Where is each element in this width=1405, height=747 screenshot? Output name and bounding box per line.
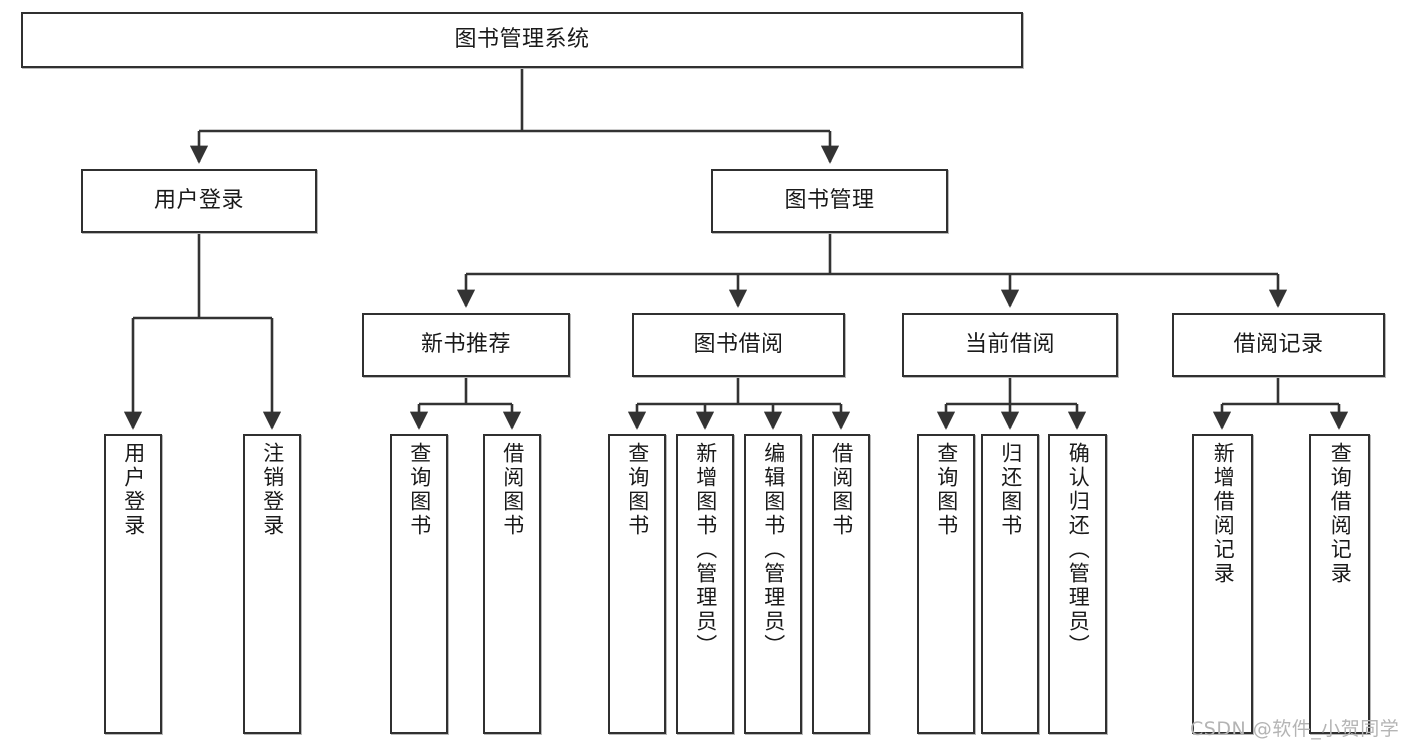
leaf-query-borrow-record-label: 查询借阅记录 xyxy=(1328,442,1353,586)
leaf-add-borrow-record-label: 新增借阅记录 xyxy=(1211,442,1236,586)
leaf-logout[interactable]: 注销登录 xyxy=(243,434,301,734)
node-current-borrow[interactable]: 当前借阅 xyxy=(902,313,1118,377)
leaf-query-books-current[interactable]: 查询图书 xyxy=(917,434,975,734)
node-borrow-records[interactable]: 借阅记录 xyxy=(1172,313,1385,377)
node-user-login-label: 用户登录 xyxy=(153,188,244,214)
leaf-confirm-return-admin[interactable]: 确认归还（管理员） xyxy=(1048,434,1107,734)
leaf-borrow-book[interactable]: 借阅图书 xyxy=(812,434,870,734)
leaf-add-book-admin[interactable]: 新增图书（管理员） xyxy=(676,434,734,734)
leaf-return-book[interactable]: 归还图书 xyxy=(981,434,1039,734)
leaf-query-books-recommend-label: 查询图书 xyxy=(407,442,432,538)
leaf-query-borrow-record[interactable]: 查询借阅记录 xyxy=(1309,434,1370,734)
node-user-login[interactable]: 用户登录 xyxy=(81,169,317,233)
leaf-borrow-books-recommend[interactable]: 借阅图书 xyxy=(483,434,541,734)
leaf-borrow-book-label: 借阅图书 xyxy=(829,442,854,538)
leaf-query-books-borrow[interactable]: 查询图书 xyxy=(608,434,666,734)
leaf-logout-label: 注销登录 xyxy=(260,442,285,538)
node-book-borrow-label: 图书借阅 xyxy=(693,332,784,358)
node-book-borrow[interactable]: 图书借阅 xyxy=(632,313,845,377)
node-new-book-recommend[interactable]: 新书推荐 xyxy=(362,313,570,377)
node-book-management[interactable]: 图书管理 xyxy=(711,169,948,233)
leaf-query-books-current-label: 查询图书 xyxy=(934,442,959,538)
leaf-edit-book-admin-label: 编辑图书（管理员） xyxy=(761,442,786,658)
leaf-add-book-admin-label: 新增图书（管理员） xyxy=(693,442,718,658)
leaf-confirm-return-admin-label: 确认归还（管理员） xyxy=(1066,442,1091,658)
node-root[interactable]: 图书管理系统 xyxy=(21,12,1023,68)
node-borrow-records-label: 借阅记录 xyxy=(1233,332,1324,358)
watermark-label: CSDN @软件_小贺同学 xyxy=(1190,718,1400,740)
leaf-user-login-label: 用户登录 xyxy=(121,442,146,538)
leaf-return-book-label: 归还图书 xyxy=(998,442,1023,538)
leaf-edit-book-admin[interactable]: 编辑图书（管理员） xyxy=(744,434,802,734)
node-root-label: 图书管理系统 xyxy=(454,27,590,53)
node-book-management-label: 图书管理 xyxy=(784,188,875,214)
leaf-add-borrow-record[interactable]: 新增借阅记录 xyxy=(1192,434,1253,734)
node-new-book-recommend-label: 新书推荐 xyxy=(420,332,511,358)
leaf-query-books-recommend[interactable]: 查询图书 xyxy=(390,434,448,734)
leaf-user-login[interactable]: 用户登录 xyxy=(104,434,162,734)
node-current-borrow-label: 当前借阅 xyxy=(964,332,1055,358)
leaf-query-books-borrow-label: 查询图书 xyxy=(625,442,650,538)
leaf-borrow-books-recommend-label: 借阅图书 xyxy=(500,442,525,538)
